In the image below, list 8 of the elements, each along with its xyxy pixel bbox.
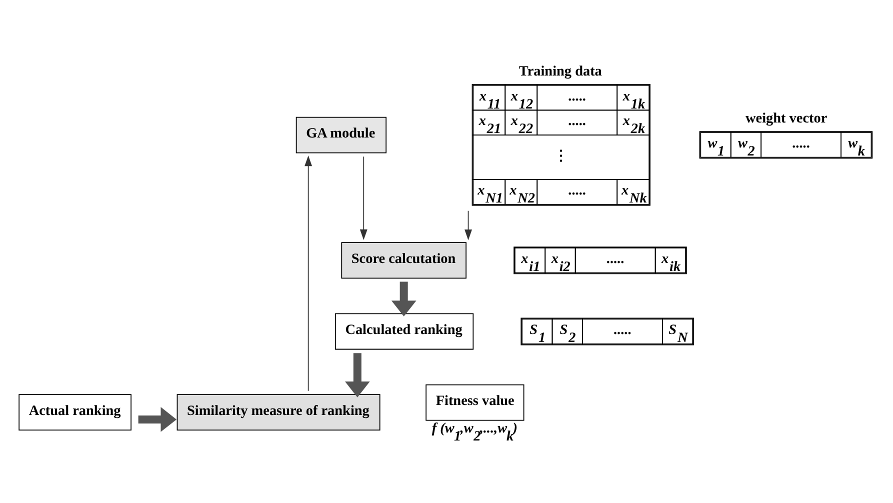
arrow [360,156,368,240]
arrow [391,282,416,316]
node-label: Training data [518,63,602,80]
node-label: weight vector [746,110,828,126]
arrow [344,353,370,398]
arrow [304,155,312,392]
arrow [138,407,177,432]
arrow [464,210,472,240]
